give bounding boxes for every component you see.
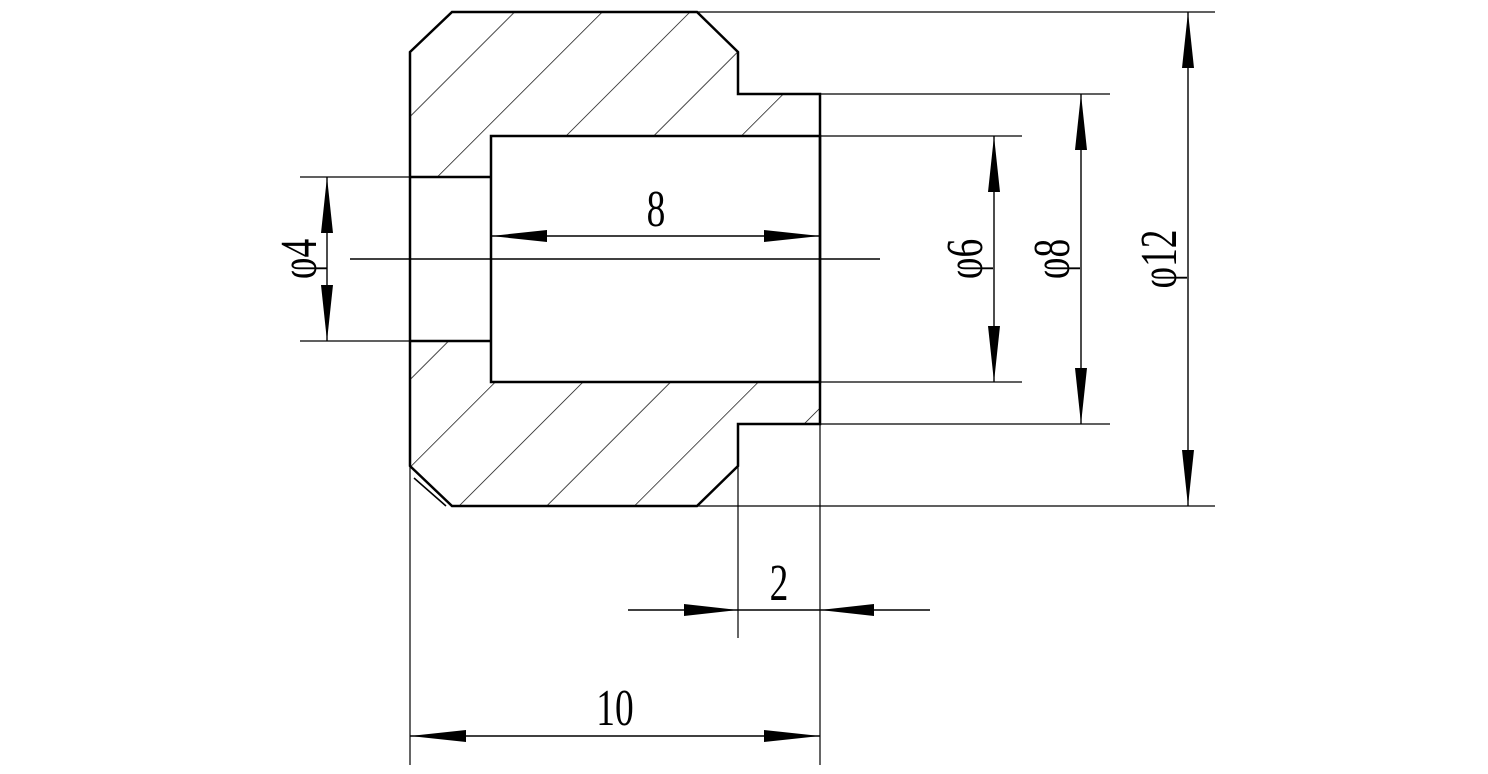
chamfer-double-line (413, 477, 447, 507)
dimension-labels: 8 10 2 φ4 φ6 φ8 φ12 (270, 180, 1187, 736)
label-dia-step: φ8 (1023, 239, 1080, 279)
arrowhead (684, 604, 738, 616)
arrowhead (321, 177, 333, 233)
arrowhead (988, 326, 1000, 382)
label-step-length: 2 (770, 554, 789, 611)
arrowhead (410, 730, 466, 742)
arrowhead (1075, 368, 1087, 424)
dimension-lines (321, 12, 1194, 742)
arrowhead (988, 136, 1000, 192)
label-dia-bore: φ6 (936, 239, 993, 279)
label-overall-length: 10 (596, 679, 633, 736)
arrowhead (1182, 450, 1194, 506)
arrowhead (764, 730, 820, 742)
arrowhead (321, 285, 333, 341)
arrowhead (491, 230, 547, 242)
label-dia-outer: φ12 (1130, 229, 1187, 288)
arrowhead (764, 230, 820, 242)
arrowhead (1182, 12, 1194, 68)
label-dia-small-hole: φ4 (270, 239, 327, 279)
label-bore-length: 8 (647, 180, 666, 237)
extension-lines (300, 11, 1215, 765)
arrowhead (1075, 94, 1087, 150)
arrowhead (820, 604, 874, 616)
